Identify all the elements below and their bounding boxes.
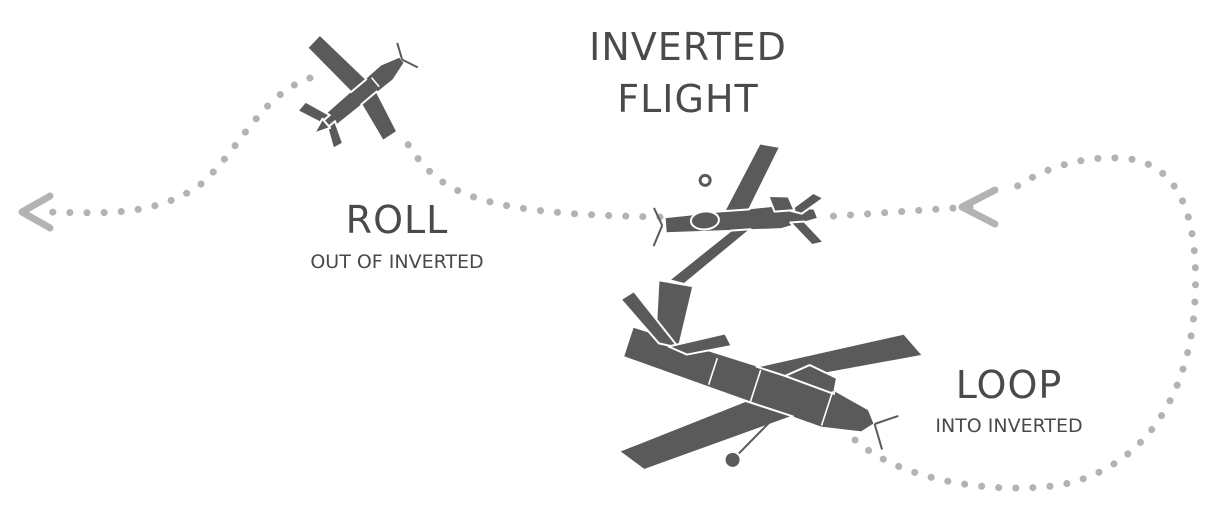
roll-title: ROLL [346,198,449,242]
flight-path-roll [36,74,314,217]
inverted-flight-title-line2: FLIGHT [617,77,758,121]
arrow-left-icon [18,192,54,232]
flight-path-inverted [816,203,974,221]
flight-path-loop [851,154,1200,492]
plane-icon-inverted [652,142,825,286]
loop-title: LOOP [956,363,1063,407]
arrow-left-icon-inverted [958,186,999,228]
roll-subtitle: OUT OF INVERTED [310,251,483,273]
inverted-flight-title-line1: INVERTED [589,25,787,69]
loop-subtitle: INTO INVERTED [935,415,1082,437]
plane-icon-loop [617,279,925,472]
plane-icon-roll [296,33,419,150]
flight-path-middle [401,136,664,221]
